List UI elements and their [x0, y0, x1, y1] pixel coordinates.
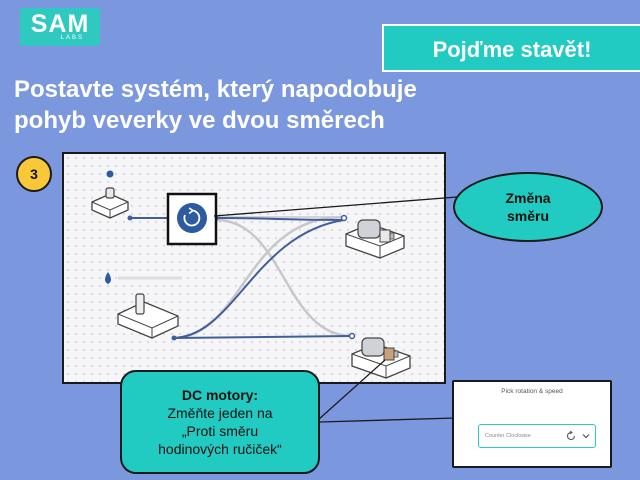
wire-bottom-active: [173, 335, 353, 339]
rotation-settings-panel: Pick rotation & speed Counter Clockwise: [452, 380, 612, 468]
lets-build-banner: Pojďme stavět!: [382, 24, 640, 72]
title-line-2: pohyb veverky ve dvou směrech: [14, 107, 385, 134]
workspace-canvas[interactable]: [62, 152, 446, 384]
wire-slider-curve-active: [171, 219, 345, 339]
step-number-badge: 3: [16, 156, 52, 192]
callout-line-1: Změňte jeden na: [167, 405, 273, 421]
dc-motors-callout: DC motory: Změňte jeden na „Proti směru …: [120, 370, 320, 474]
rotation-select-value: Counter Clockwise: [485, 433, 531, 439]
rotation-select[interactable]: Counter Clockwise: [478, 424, 596, 448]
sam-labs-logo: SAM LABS: [20, 8, 100, 46]
direction-change-text: Změna směru: [505, 190, 551, 224]
dc-motor-2[interactable]: [351, 337, 411, 379]
panel-title: Pick rotation & speed: [501, 388, 563, 395]
wire-node-to-motor-2: [215, 218, 353, 338]
page-title: Postavte systém, který napodobuje pohyb …: [14, 74, 574, 136]
callout-line-2: „Proti směru: [181, 423, 259, 439]
direction-node[interactable]: [166, 192, 218, 246]
callout-title: DC motory:: [181, 387, 259, 403]
logo-main-text: SAM: [30, 10, 90, 38]
rotate-icon[interactable]: [565, 430, 577, 442]
dc-motor-1[interactable]: [345, 219, 405, 259]
button-block[interactable]: [91, 170, 129, 219]
title-line-1: Postavte systém, který napodobuje: [14, 76, 417, 103]
wire-node-to-motor-1-active: [215, 217, 345, 221]
logo-sub-text: LABS: [60, 35, 84, 41]
callout-line-3: hodinových ručiček“: [158, 441, 282, 457]
chevron-down-icon[interactable]: [582, 432, 590, 440]
direction-change-bubble: Změna směru: [453, 172, 603, 242]
slider-block[interactable]: [105, 272, 182, 339]
